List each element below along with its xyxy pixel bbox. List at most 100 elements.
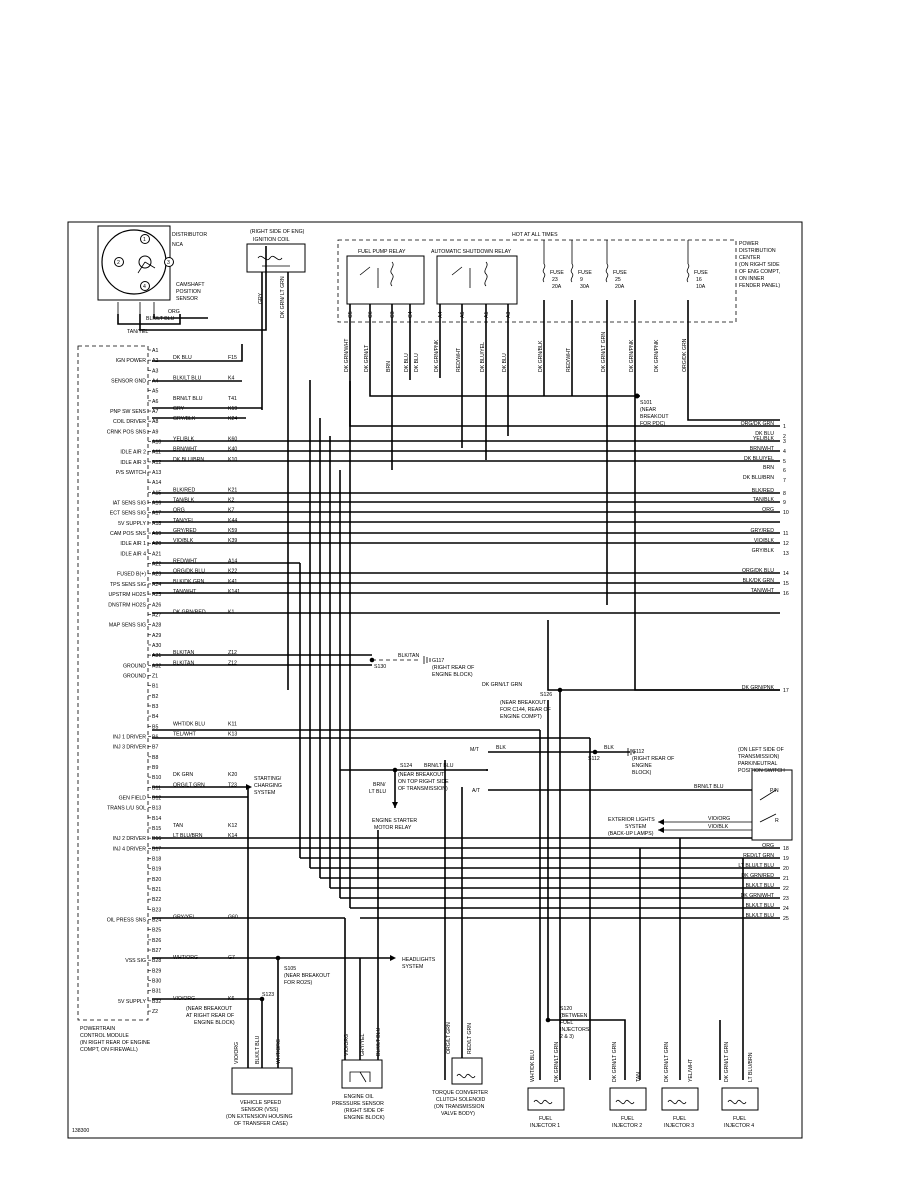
fuel-injector-number: INJECTOR 3 — [664, 1123, 694, 1129]
pcm-wire-color: BLK/TAN — [173, 650, 194, 656]
injector-wire: DK GRN/LT GRN — [724, 1042, 730, 1082]
pcm-function-label: SENSOR GND — [111, 379, 146, 385]
right-wire-label: BLK/LT BLU — [746, 913, 775, 919]
fuse-symbol — [570, 263, 574, 283]
right-wire-number: 4 — [783, 449, 786, 455]
pcm-function-label: MAP SENS SIG — [109, 623, 146, 629]
splice-s120-line: 2 & 3) — [560, 1034, 574, 1040]
pdc-wire-label: DK GRN/LT GRN — [601, 332, 607, 372]
headlights-arrow — [390, 955, 396, 961]
tcc-solenoid-box — [451, 1057, 483, 1085]
fuse-symbol — [686, 263, 690, 283]
fuse-name: FUSE — [578, 270, 592, 276]
right-wire-number: 10 — [783, 510, 789, 516]
fuel-injector-name: FUEL — [733, 1116, 746, 1122]
pcm-wire-color: GRY — [173, 406, 185, 412]
right-wire-number: 12 — [783, 541, 789, 547]
pdc-wire-label: DK BLU — [502, 353, 508, 372]
injector-wire: TAN — [636, 1072, 642, 1082]
splice-s120-dot — [545, 1017, 551, 1023]
ext-wire-label: VIO/BLK — [708, 824, 729, 830]
right-wire-label: BLK/RED — [752, 488, 774, 494]
oil-sensor-label-line: PRESSURE SENSOR — [332, 1101, 384, 1107]
right-wire-label: ORG — [762, 843, 774, 849]
starting-arrow — [246, 784, 252, 790]
oil-sensor-label-line: ENGINE BLOCK) — [344, 1115, 385, 1121]
pcm-pin: B31 — [152, 989, 161, 995]
pcm-wire-circuit: A14 — [228, 559, 237, 565]
pcm-pin: A5 — [152, 389, 158, 395]
pdc-wire-label: DK BLU/YEL — [480, 342, 486, 372]
pcm-pin: A12 — [152, 460, 161, 466]
pcm-wire-color: GRY/BLK — [173, 416, 196, 422]
tcc-label: TORQUE CONVERTER — [432, 1090, 488, 1096]
pcm-wire-circuit: K59 — [228, 528, 237, 534]
pcm-pin: B2 — [152, 694, 158, 700]
injector-wire: LT BLU/BRN — [748, 1052, 754, 1082]
pcm-pin: B8 — [152, 755, 158, 761]
splice-s126-line: (NEAR BREAKOUT — [500, 700, 547, 706]
coil-wire: DK GRN/ LT GRN — [280, 276, 286, 318]
at-label: A/T — [472, 788, 481, 794]
mt-label: M/T — [470, 747, 480, 753]
right-wire-number: 7 — [783, 478, 786, 484]
pcm-pin: A18 — [152, 521, 161, 527]
pdc-line: OF ENG COMPT, — [739, 269, 780, 275]
pcm-pin: A24 — [152, 582, 161, 588]
pcm-wire-color: DK GRN — [173, 772, 193, 778]
splice-s120-line: INJECTORS — [560, 1027, 590, 1033]
starting-charging-line: CHARGING — [254, 783, 282, 789]
fuel-injector-box — [721, 1087, 759, 1111]
relay-pin: A1 — [484, 312, 490, 318]
pcm-wire-circuit: K41 — [228, 579, 237, 585]
ground-g112: G112 — [632, 749, 644, 755]
splice-s124: S124 — [400, 763, 412, 769]
starter-wire-label: BRN/ — [373, 782, 386, 788]
pcm-caption-line: (IN RIGHT REAR OF ENGINE — [80, 1040, 151, 1046]
pcm-pin: B30 — [152, 979, 161, 985]
vss-wire: WHT/ORG — [276, 1039, 282, 1064]
cam-wire-label: BLK/LT BLU — [146, 316, 175, 322]
ext-lights-arrows — [658, 819, 664, 833]
relay-pin: A3 — [506, 312, 512, 318]
pcm-function-label: OIL PRESS SNS — [107, 918, 147, 924]
pcm-wire-color: WHT/DK BLU — [173, 721, 205, 727]
splice-s112-dot — [592, 749, 598, 755]
right-wire-label: BLK/LT BLU — [746, 883, 775, 889]
pdc-wire-label: DK BLU — [404, 353, 410, 372]
injector-wire: DK GRN/LT GRN — [554, 1042, 560, 1082]
fuse-number: 16 — [696, 277, 702, 283]
right-wire-label: BRN/WHT — [750, 446, 775, 452]
pcm-function-label: P/S SWITCH — [116, 470, 147, 476]
pdc-line: POWER — [739, 241, 759, 247]
figure-id: 138300 — [72, 1128, 89, 1134]
right-wire-label: TAN/BLK — [753, 497, 775, 503]
pcm-pin: A31 — [152, 653, 161, 659]
pcm-pin: B26 — [152, 938, 161, 944]
starter-arrow — [392, 802, 398, 808]
pcm-function-label: IDLE AIR 1 — [120, 541, 146, 547]
splice-s105-line: (NEAR BREAKOUT — [284, 973, 331, 979]
pcm-pin: A19 — [152, 531, 161, 537]
pcm-wire-circuit: K4 — [228, 376, 234, 382]
pcm-wire-color: VIO/BLK — [173, 538, 194, 544]
fuse-amp: 30A — [580, 284, 590, 290]
pcm-wire-circuit: K2 — [228, 498, 234, 504]
fuse-name: FUSE — [550, 270, 564, 276]
pcm-wire-circuit: F15 — [228, 355, 237, 361]
right-wire-label: GRY/BLK — [752, 548, 775, 554]
pdc-line: (ON RIGHT SIDE — [739, 262, 780, 268]
pnp-wire-label: BRN/LT BLU — [694, 784, 724, 790]
pcm-function-label: GROUND — [123, 673, 146, 679]
right-wire-label: DK BLU/BRN — [743, 475, 774, 481]
diagram-frame — [67, 221, 803, 1139]
cam-wire-label: ORG — [168, 309, 180, 315]
pcm-function-label: COIL DRIVER — [113, 419, 146, 425]
headlights-system: HEADLIGHTS — [402, 957, 436, 963]
pcm-function-label: INJ 3 DRIVER — [113, 745, 146, 751]
pcm-caption-line: CONTROL MODULE — [80, 1033, 129, 1039]
splice-s123-line: ENGINE BLOCK) — [194, 1020, 235, 1026]
splice-s120: S120 — [560, 1006, 572, 1012]
vss-label-line: SENSOR (VSS) — [241, 1107, 278, 1113]
vss-label-line: OF TRANSFER CASE) — [234, 1121, 288, 1127]
